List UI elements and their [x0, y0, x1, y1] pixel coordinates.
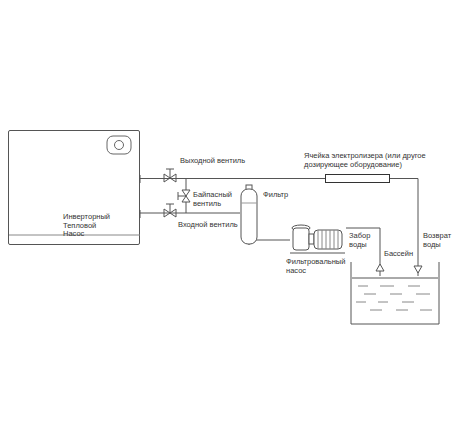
node-label: Инверторный Тепловой Насос: [63, 213, 115, 239]
node-label: Фильтр: [263, 191, 303, 200]
pool-basin: Бассейн: [350, 262, 440, 325]
part-label: Входной вентиль: [178, 221, 238, 230]
equipment-shape: Фильтр: [240, 185, 258, 245]
water-pipe: [346, 228, 380, 262]
node-label: Фильтровальный насос: [286, 258, 350, 275]
equipment-shape: Фильтровальный насос: [290, 222, 346, 254]
node-label: Бассейн: [384, 250, 424, 259]
part-label: Возврат воды: [423, 232, 455, 249]
part-label: Выходной вентиль: [180, 157, 245, 166]
part-label: Забор воды: [349, 232, 377, 249]
heat-pump-unit: Инверторный Тепловой Насос: [8, 130, 140, 245]
water-pipe: [140, 213, 240, 214]
node-label: Ячейка электролизера (или другое дозирую…: [304, 152, 454, 169]
equipment-shape: Ячейка электролизера (или другое дозирую…: [325, 174, 390, 183]
part-label: Байпасный вентиль: [193, 191, 235, 208]
water-pipe: [140, 178, 325, 179]
shape-outline: [350, 262, 440, 325]
shape-outline: [240, 185, 258, 245]
shape-outline: [290, 222, 346, 254]
